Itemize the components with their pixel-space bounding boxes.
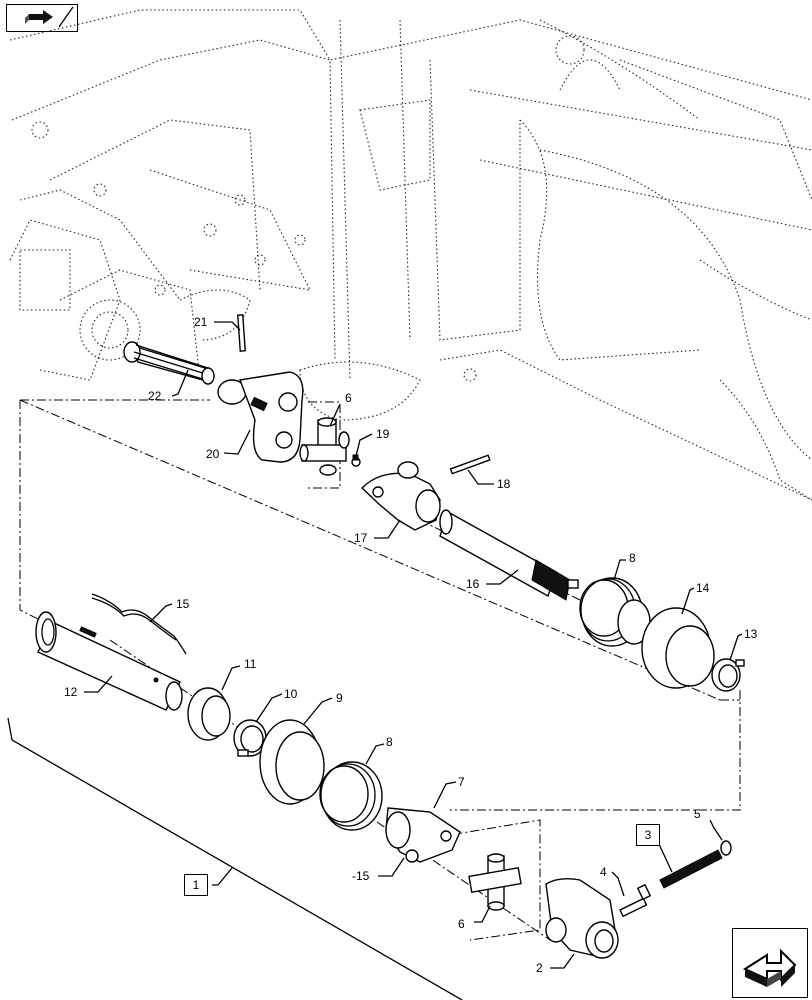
part-15-safety-chain xyxy=(91,593,187,655)
machine-frame xyxy=(9,9,812,501)
next-page-arrow-icon xyxy=(742,948,797,987)
callout-4: 4 xyxy=(600,865,607,879)
callout-21: 21 xyxy=(194,315,208,329)
callout-7: 7 xyxy=(458,775,465,789)
part-14-shield-cone xyxy=(641,607,715,689)
part-8-bearing-ring-lower xyxy=(319,761,383,831)
callout-15: 15 xyxy=(176,597,190,611)
part-7-yoke xyxy=(385,807,461,863)
callout-2: 2 xyxy=(536,961,543,975)
part-18-roll-pin xyxy=(449,454,491,475)
callout-20: 20 xyxy=(206,447,220,461)
part-16-inner-tube xyxy=(439,509,579,601)
callout-6-lower: 6 xyxy=(458,917,465,931)
callout-16: 16 xyxy=(466,577,480,591)
part-4-bolt xyxy=(619,883,652,918)
callout-8-upper: 8 xyxy=(629,551,636,565)
part-20-yoke xyxy=(217,371,304,463)
callout-9: 9 xyxy=(336,691,343,705)
callout-5: 5 xyxy=(694,807,701,821)
callout-18: 18 xyxy=(497,477,511,491)
part-10-clip-ring xyxy=(233,719,267,757)
leader-lines xyxy=(84,321,743,969)
part-6-universal-cross-lower xyxy=(468,853,522,911)
part-12-outer-guard-tube xyxy=(35,611,183,711)
next-page-button[interactable] xyxy=(732,928,808,998)
callout-8-lower: 8 xyxy=(386,735,393,749)
part-9-shield-cone xyxy=(259,719,325,805)
callout-labels: 21 22 20 6 19 18 17 16 8 14 13 15 12 11 … xyxy=(64,315,758,975)
part-3-spring xyxy=(659,849,723,889)
callout-10: 10 xyxy=(284,687,298,701)
part-2-yoke xyxy=(545,877,619,959)
assembly-bracket xyxy=(7,717,463,1000)
part-19-grease-nipple xyxy=(351,454,361,467)
part-21-pin xyxy=(237,314,246,352)
part-11-bearing xyxy=(187,687,231,741)
callout-19: 19 xyxy=(376,427,390,441)
callout-3-box: 3 xyxy=(636,824,660,846)
part-13-clip-ring xyxy=(711,658,745,692)
part-17-yoke xyxy=(360,461,441,531)
callout-1-box: 1 xyxy=(184,874,208,896)
callout-14: 14 xyxy=(696,581,710,595)
callout-17: 17 xyxy=(354,531,368,545)
callout-6-upper: 6 xyxy=(345,391,352,405)
callout-11: 11 xyxy=(244,657,257,671)
part-22-splined-shaft xyxy=(123,341,215,385)
part-5-washer xyxy=(720,840,732,856)
callout-13: 13 xyxy=(744,627,758,641)
previous-page-arrow-icon xyxy=(25,6,74,28)
callout-22: 22 xyxy=(148,389,162,403)
part-6-universal-cross-upper xyxy=(299,417,350,476)
previous-page-button[interactable] xyxy=(6,4,78,32)
callout-minus-15: -15 xyxy=(352,869,370,883)
part-8-bearing-ring-upper xyxy=(579,577,651,647)
callout-12: 12 xyxy=(64,685,78,699)
